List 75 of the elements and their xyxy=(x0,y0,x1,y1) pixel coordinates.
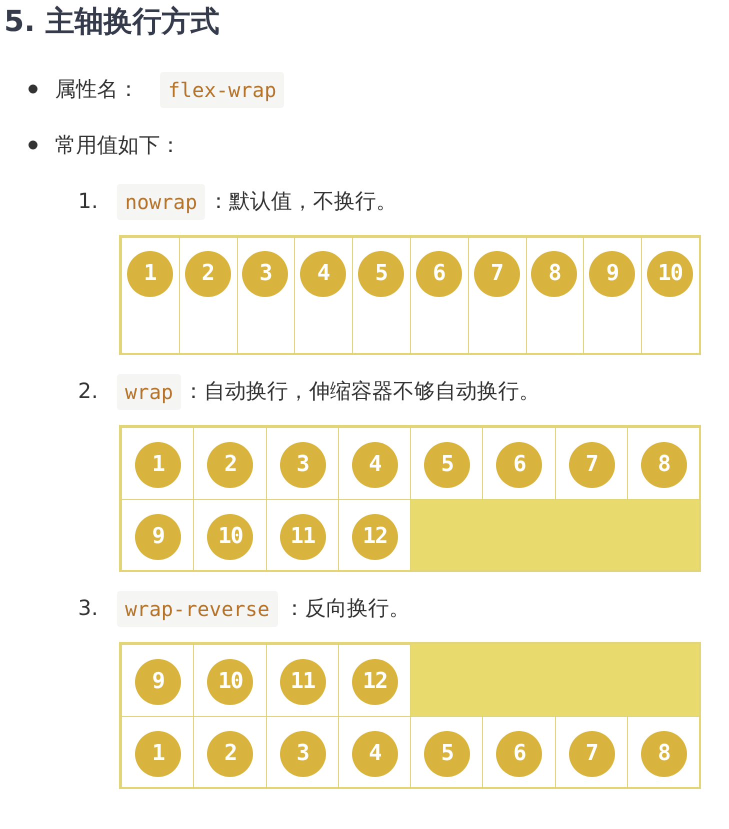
number-circle: 8 xyxy=(640,442,687,488)
body-text: ：默认值，不换行。 xyxy=(208,188,397,215)
code-text: wrap-reverse xyxy=(117,591,278,627)
flex-item xyxy=(266,498,339,571)
number-circle: 10 xyxy=(647,251,694,297)
number-circle: 3 xyxy=(242,251,288,297)
flex-item xyxy=(121,644,194,716)
body-text: ：自动换行，伸缩容器不够自动换行。 xyxy=(183,378,540,405)
number-circle: 12 xyxy=(352,659,398,705)
number-circle: 9 xyxy=(135,659,182,705)
number-circle: 7 xyxy=(474,251,520,297)
number-circle: 2 xyxy=(207,442,254,488)
flex-item xyxy=(626,716,700,788)
flex-container xyxy=(119,425,701,572)
number-circle: 11 xyxy=(280,514,326,560)
code-text: nowrap xyxy=(117,184,206,220)
flex-item xyxy=(410,427,484,500)
number-circle: 1 xyxy=(126,251,173,297)
number-circle: 7 xyxy=(568,442,615,488)
number-circle: 9 xyxy=(589,251,636,297)
number-circle: 2 xyxy=(184,251,231,297)
body-text: ：反向换行。 xyxy=(284,595,410,622)
number-circle: 6 xyxy=(496,442,542,488)
number-circle: 1 xyxy=(135,442,182,488)
flex-item xyxy=(338,716,411,788)
flex-item xyxy=(626,427,700,500)
number-circle: 7 xyxy=(568,730,615,776)
number-circle: 6 xyxy=(496,730,542,776)
number-circle: 10 xyxy=(207,659,254,705)
number-circle: 3 xyxy=(280,730,326,776)
number-circle: 5 xyxy=(424,730,470,776)
number-circle: 11 xyxy=(280,659,326,705)
number-circle: 2 xyxy=(207,730,254,776)
number-circle: 4 xyxy=(300,251,346,297)
flex-item xyxy=(121,237,180,354)
flex-item xyxy=(266,644,339,716)
flex-item xyxy=(482,716,556,788)
body-text: 属性名： xyxy=(55,76,139,103)
flex-item xyxy=(121,716,194,788)
flex-container xyxy=(119,642,701,789)
heading: 5. 主轴换行方式 xyxy=(4,3,220,40)
flex-item xyxy=(482,427,556,500)
flex-item xyxy=(193,716,266,788)
number-circle: 4 xyxy=(352,730,398,776)
number-circle: 8 xyxy=(531,251,578,297)
flex-item xyxy=(554,716,628,788)
number-circle: 6 xyxy=(416,251,462,297)
number-circle: 8 xyxy=(640,730,687,776)
number-circle: 12 xyxy=(352,514,398,560)
flex-item xyxy=(193,498,266,571)
flex-item xyxy=(410,716,484,788)
flex-item xyxy=(338,644,411,716)
flex-item xyxy=(266,716,339,788)
number-circle: 5 xyxy=(358,251,404,297)
flex-item xyxy=(193,427,266,500)
number-circle: 5 xyxy=(424,442,470,488)
code-text: flex-wrap xyxy=(160,72,284,108)
flex-item xyxy=(338,498,411,571)
code-text: wrap xyxy=(117,374,182,410)
body-text: 常用值如下： xyxy=(55,132,181,159)
body-text: 3. xyxy=(78,595,98,622)
number-circle: 9 xyxy=(135,514,182,560)
body-text: 2. xyxy=(78,378,98,405)
body-text: 1. xyxy=(78,188,98,215)
flex-item xyxy=(121,427,194,500)
flex-item xyxy=(554,427,628,500)
flex-container xyxy=(119,235,701,355)
number-circle: 4 xyxy=(352,442,398,488)
flex-item xyxy=(193,644,266,716)
number-circle: 3 xyxy=(280,442,326,488)
number-circle: 1 xyxy=(135,730,182,776)
flex-item xyxy=(266,427,339,500)
flex-item xyxy=(338,427,411,500)
flex-item xyxy=(121,498,194,571)
number-circle: 10 xyxy=(207,514,254,560)
